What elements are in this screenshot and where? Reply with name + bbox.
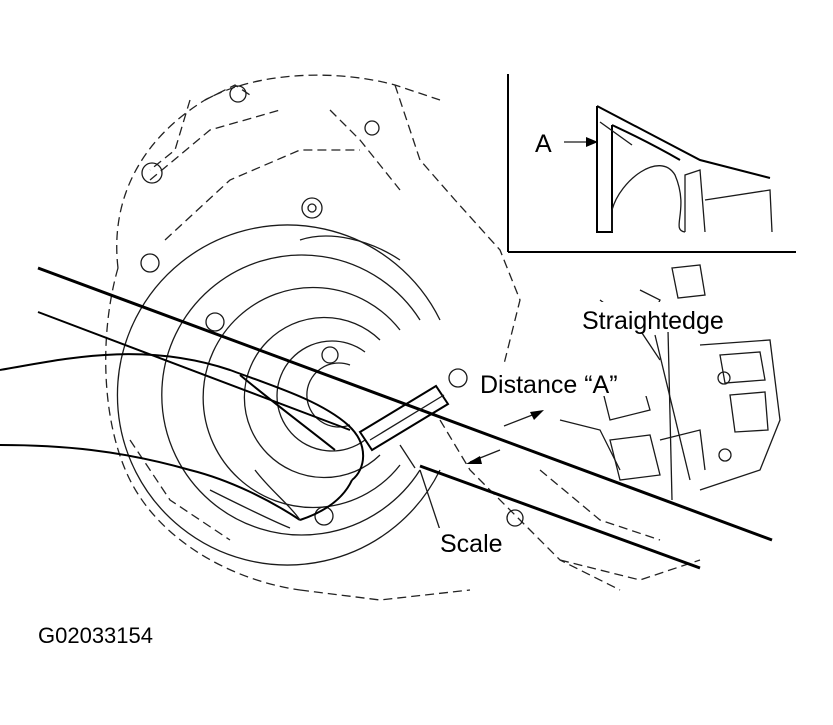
straightedge-label: Straightedge	[582, 307, 724, 335]
callout-labels: Straightedge Distance “A” Scale	[436, 302, 764, 558]
transmission-housing	[105, 74, 621, 601]
hand-illustration	[0, 353, 365, 529]
scale-ruler	[358, 384, 450, 452]
leader-lines	[399, 329, 691, 531]
torque-converter	[116, 224, 441, 566]
figure-code: G02033154	[38, 623, 153, 648]
scale-label: Scale	[440, 530, 503, 558]
inset-callout-label: A	[535, 130, 552, 158]
distance-a-arrows	[466, 410, 544, 464]
distance-a-label: Distance “A”	[480, 371, 618, 399]
inset-detail: A	[507, 74, 797, 254]
